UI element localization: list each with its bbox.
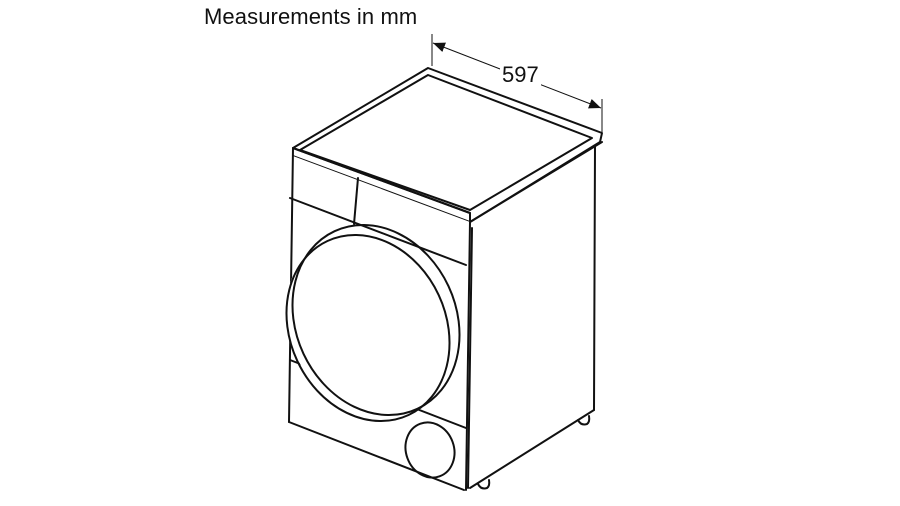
filter-cover (404, 421, 456, 479)
control-panel-divider (353, 177, 359, 225)
feet (477, 415, 591, 490)
door-glass (285, 233, 451, 423)
foot-back-right (577, 415, 591, 426)
control-panel (289, 177, 467, 266)
width-dimension-label: 597 (500, 62, 541, 88)
door (285, 223, 461, 423)
right-side-panel (465, 142, 602, 489)
top-panel (292, 67, 603, 223)
foot-front-right (477, 479, 491, 490)
diagram-title: Measurements in mm (204, 4, 418, 29)
